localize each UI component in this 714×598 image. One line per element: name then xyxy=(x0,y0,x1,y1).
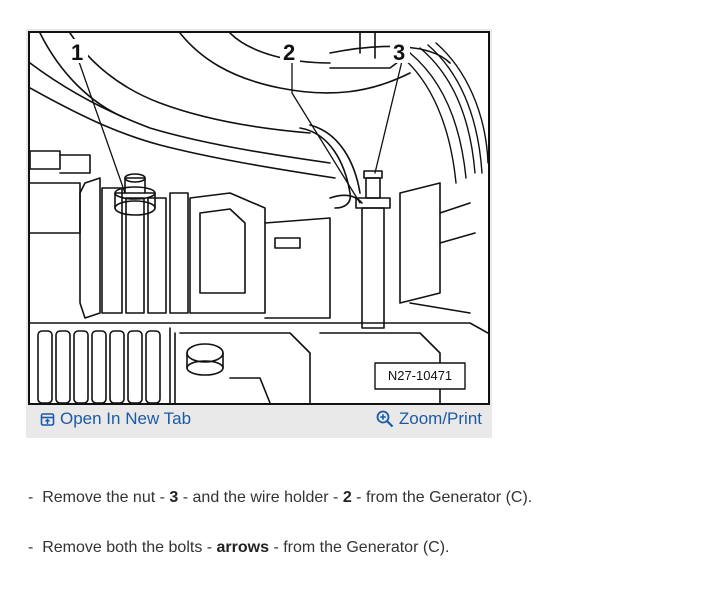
figure-card: 1 2 3 N27-10471 Open In New Tab Zoom/Pri… xyxy=(26,29,492,438)
zoom-print-link[interactable]: Zoom/Print xyxy=(376,409,482,429)
magnifier-plus-icon xyxy=(376,410,394,428)
step-remove-nut: - Remove the nut - 3 - and the wire hold… xyxy=(28,486,532,510)
step-text: - Remove the nut - xyxy=(28,489,170,506)
callout-3: 3 xyxy=(393,40,406,65)
part-number-3: 3 xyxy=(169,489,179,506)
step-text: - from the Generator (C). xyxy=(269,539,450,556)
part-number-2: 2 xyxy=(342,489,352,506)
callout-2: 2 xyxy=(283,40,296,65)
figure-footer: Open In New Tab Zoom/Print xyxy=(26,403,492,438)
step-remove-bolts: - Remove both the bolts - arrows - from … xyxy=(28,536,532,560)
instructions: - Remove the nut - 3 - and the wire hold… xyxy=(28,486,532,560)
callout-1: 1 xyxy=(71,40,84,65)
step-text: - Remove both the bolts - xyxy=(28,539,217,556)
generator-diagram: 1 2 3 N27-10471 xyxy=(28,31,490,405)
open-in-new-tab-link[interactable]: Open In New Tab xyxy=(40,409,191,429)
step-text: - from the Generator (C). xyxy=(351,489,533,506)
zoom-print-label: Zoom/Print xyxy=(398,409,482,428)
open-in-new-tab-label: Open In New Tab xyxy=(60,409,192,428)
step-text: - and the wire holder - xyxy=(178,489,343,506)
reference-code: N27-10471 xyxy=(387,368,453,383)
open-in-new-tab-icon xyxy=(40,412,55,426)
arrows-reference: arrows xyxy=(216,539,269,556)
